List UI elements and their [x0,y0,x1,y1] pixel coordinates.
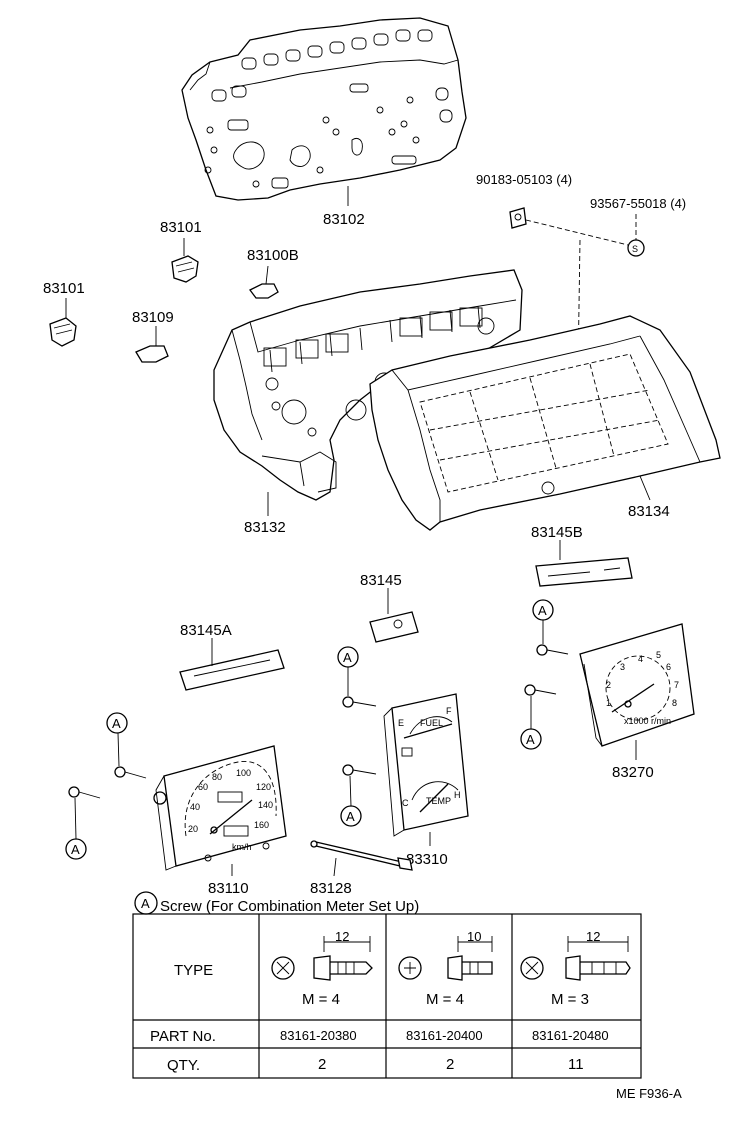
label-83145a: 83145A [180,622,232,639]
screw-a-marker-6: A [65,838,87,860]
label-83101-left: 83101 [43,280,85,297]
fuel-temp-gauge-83310: E F FUEL C H TEMP [383,693,469,837]
svg-text:A: A [112,716,121,731]
screw-6 [68,786,101,799]
svg-text:1: 1 [606,698,611,708]
svg-text:120: 120 [256,782,271,792]
svg-text:A: A [71,842,80,857]
part-row-header: PART No. [150,1028,216,1045]
screw-type-2-icon: 10 [398,929,493,981]
label-83145b: 83145B [531,524,583,541]
screw-1 [536,644,569,656]
s-screw-93567: S [627,239,645,257]
svg-text:A: A [346,809,355,824]
label-83110: 83110 [208,880,249,897]
dim-2: 10 [467,929,481,944]
screw-table: A Screw (For Combination Meter Set Up) T… [132,891,642,1079]
screw-a-marker-1: A [532,599,554,621]
wedge-bulb-83109 [135,345,169,363]
screw-table-marker-letter: A [141,896,150,911]
svg-text:140: 140 [258,800,273,810]
svg-text:60: 60 [198,782,208,792]
svg-text:5: 5 [656,650,661,660]
svg-text:H: H [454,790,461,800]
label-83102: 83102 [323,211,365,228]
qty-2: 2 [446,1056,454,1073]
svg-text:2: 2 [606,680,611,690]
svg-text:4: 4 [638,654,643,664]
part-no-2: 83161-20400 [406,1028,483,1043]
figure-code: ME F936-A [616,1086,682,1101]
m-3: M = 3 [551,991,589,1008]
type-row-header: TYPE [174,962,213,979]
tachometer-83270: 1 2 3 4 5 6 7 8 x1000 r/min [579,623,695,747]
printed-circuit-plate [181,17,467,201]
label-83100b: 83100B [247,247,299,264]
meter-lens-83134 [369,315,721,531]
svg-text:F: F [446,706,452,716]
svg-text:7: 7 [674,680,679,690]
label-83145: 83145 [360,572,402,589]
dim-1: 12 [335,929,349,944]
svg-text:x1000 r/min: x1000 r/min [624,716,671,726]
svg-text:80: 80 [212,772,222,782]
m-2: M = 4 [426,991,464,1008]
screw-a-marker-5: A [106,712,128,734]
screw-a-marker-4: A [340,805,362,827]
svg-text:E: E [398,718,404,728]
svg-text:C: C [402,798,409,808]
qty-row-header: QTY. [167,1057,200,1074]
label-83134: 83134 [628,503,670,520]
label-83128: 83128 [310,880,352,897]
svg-text:8: 8 [672,698,677,708]
s-mark: S [632,244,638,254]
label-83132: 83132 [244,519,286,536]
meter-case-83132 [213,269,523,501]
label-93567: 93567-55018 (4) [590,196,686,211]
screw-5 [114,766,147,779]
indicator-plate-83145a [179,649,285,691]
speedometer-83110: 20 40 60 80 100 120 140 160 km/h [153,745,287,871]
svg-text:FUEL: FUEL [420,718,443,728]
svg-text:100: 100 [236,768,251,778]
label-83310: 83310 [406,851,448,868]
m-1: M = 4 [302,991,340,1008]
label-83270: 83270 [612,764,654,781]
screw-2 [524,684,557,696]
screw-4 [342,764,377,776]
svg-text:km/h: km/h [232,842,252,852]
bulb-socket-upper [171,255,199,283]
indicator-plate-83145 [369,611,419,643]
screw-type-3-icon: 12 [520,929,631,981]
screw-3 [342,696,377,708]
qty-3: 11 [568,1056,584,1073]
part-no-1: 83161-20380 [280,1028,357,1043]
part-no-3: 83161-20480 [532,1028,609,1043]
clip-90183 [509,207,527,229]
dim-3: 12 [586,929,600,944]
svg-text:A: A [526,732,535,747]
qty-1: 2 [318,1056,326,1073]
svg-text:160: 160 [254,820,269,830]
label-90183: 90183-05103 (4) [476,172,572,187]
label-83101-upper: 83101 [160,219,202,236]
wedge-bulb-83100b [249,283,279,299]
trip-reset-knob-83128 [310,840,413,871]
svg-text:6: 6 [666,662,671,672]
bulb-socket-left [49,317,77,347]
svg-text:20: 20 [188,824,198,834]
label-83109: 83109 [132,309,174,326]
svg-text:A: A [538,603,547,618]
svg-text:3: 3 [620,662,625,672]
indicator-plate-83145b [535,557,633,587]
screw-table-caption: Screw (For Combination Meter Set Up) [160,898,419,915]
svg-text:TEMP: TEMP [426,796,451,806]
svg-text:40: 40 [190,802,200,812]
svg-text:A: A [343,650,352,665]
screw-type-1-icon: 12 [271,929,373,981]
screw-a-marker-2: A [520,728,542,750]
screw-a-marker-3: A [337,646,359,668]
